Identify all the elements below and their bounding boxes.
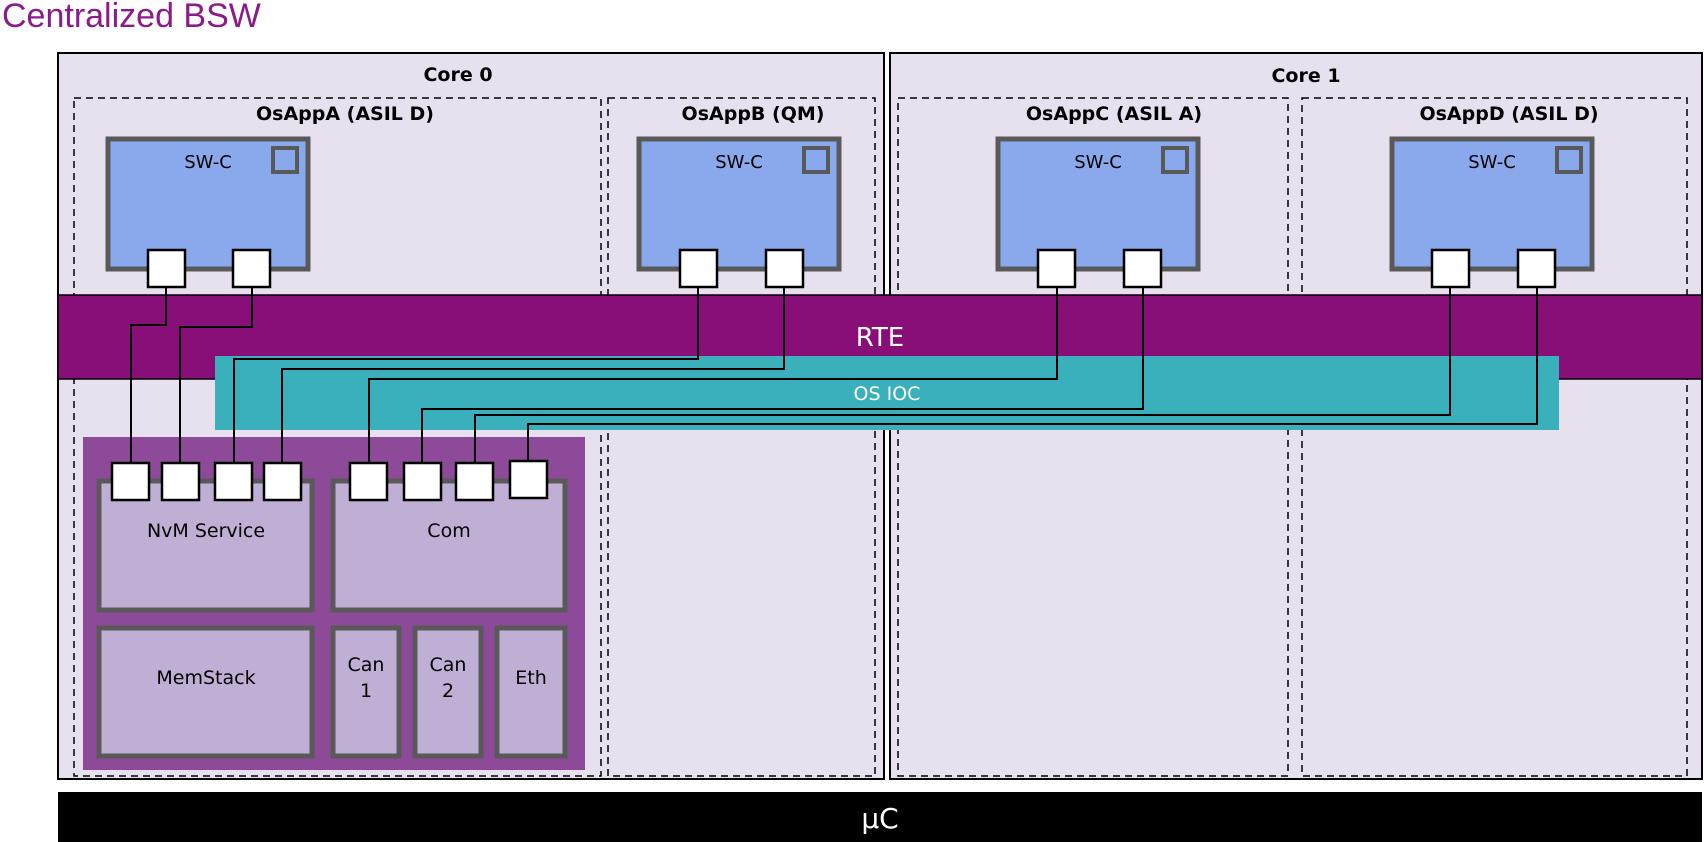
port bbox=[262, 461, 303, 502]
rte-label: RTE bbox=[856, 323, 904, 353]
port bbox=[402, 461, 443, 502]
connection-line bbox=[130, 285, 167, 465]
swc-label: SW-C bbox=[184, 152, 232, 173]
bsw-module-label: MemStack bbox=[156, 667, 255, 689]
osapp-a-label: OsAppA (ASIL D) bbox=[256, 103, 434, 125]
port bbox=[764, 248, 805, 289]
core-0-label: Core 0 bbox=[423, 64, 492, 86]
osapp-c-label: OsAppC (ASIL A) bbox=[1026, 103, 1202, 125]
bsw-module-label-multiline: Can 1 bbox=[348, 654, 385, 702]
connection-line bbox=[527, 285, 1538, 465]
port bbox=[160, 461, 201, 502]
core-1-label: Core 1 bbox=[1271, 65, 1340, 87]
os-ioc-label: OS IOC bbox=[854, 383, 921, 405]
bsw-module-can-2 bbox=[412, 625, 484, 759]
port bbox=[1430, 248, 1471, 289]
swc-label: SW-C bbox=[715, 152, 763, 173]
port bbox=[146, 248, 187, 289]
swc-ports bbox=[146, 248, 1557, 289]
bsw-module-eth bbox=[494, 625, 568, 759]
connections bbox=[130, 285, 1538, 465]
connection-line bbox=[474, 285, 1451, 465]
swc-osapp-d: SW-C bbox=[1389, 136, 1595, 272]
microcontroller-bar bbox=[58, 792, 1702, 842]
osapp-b-partition bbox=[607, 97, 876, 777]
port bbox=[231, 248, 272, 289]
osapp-d-label: OsAppD (ASIL D) bbox=[1419, 103, 1598, 125]
port bbox=[454, 461, 495, 502]
swc-component-icon bbox=[1555, 146, 1583, 174]
swc-label: SW-C bbox=[1074, 152, 1122, 173]
bsw-module-label: Eth bbox=[515, 667, 547, 689]
port bbox=[508, 459, 549, 500]
bsw-module-label-multiline: Can 2 bbox=[430, 654, 467, 702]
osapp-c-partition bbox=[897, 97, 1289, 777]
port bbox=[1516, 248, 1557, 289]
osapp-d-partition bbox=[1301, 97, 1688, 777]
port bbox=[348, 461, 389, 502]
connection-line bbox=[233, 285, 699, 465]
port bbox=[213, 461, 254, 502]
label-line: Can bbox=[348, 654, 385, 676]
osapp-a-partition bbox=[73, 97, 602, 777]
label-line: 1 bbox=[360, 680, 372, 702]
bsw-module-label: NvM Service bbox=[147, 520, 265, 542]
microcontroller-label: µC bbox=[861, 802, 898, 835]
bsw-module-can-1 bbox=[330, 625, 402, 759]
port bbox=[678, 248, 719, 289]
connection-line bbox=[281, 285, 785, 465]
port bbox=[1036, 248, 1077, 289]
connection-line bbox=[421, 285, 1144, 465]
swc-osapp-a: SW-C bbox=[105, 136, 311, 272]
label-line: 2 bbox=[442, 680, 454, 702]
port bbox=[1122, 248, 1163, 289]
label-line: Can bbox=[430, 654, 467, 676]
swc-osapp-b: SW-C bbox=[636, 136, 842, 272]
port bbox=[110, 461, 151, 502]
bsw-module-memstack bbox=[96, 625, 315, 759]
osapp-b-label: OsAppB (QM) bbox=[682, 103, 825, 125]
bsw-module-label: Com bbox=[427, 520, 470, 542]
connection-line bbox=[368, 285, 1058, 465]
swc-component-icon bbox=[1161, 146, 1189, 174]
diagram-title: Centralized BSW bbox=[2, 0, 261, 35]
swc-label: SW-C bbox=[1468, 152, 1516, 173]
bsw-module-nvm-service bbox=[96, 478, 315, 613]
connection-line bbox=[179, 285, 253, 465]
bsw-module-com bbox=[330, 478, 568, 613]
swc-osapp-c: SW-C bbox=[995, 136, 1201, 272]
swc-component-icon bbox=[271, 146, 299, 174]
swc-component-icon bbox=[802, 146, 830, 174]
bsw-ports bbox=[110, 459, 549, 502]
